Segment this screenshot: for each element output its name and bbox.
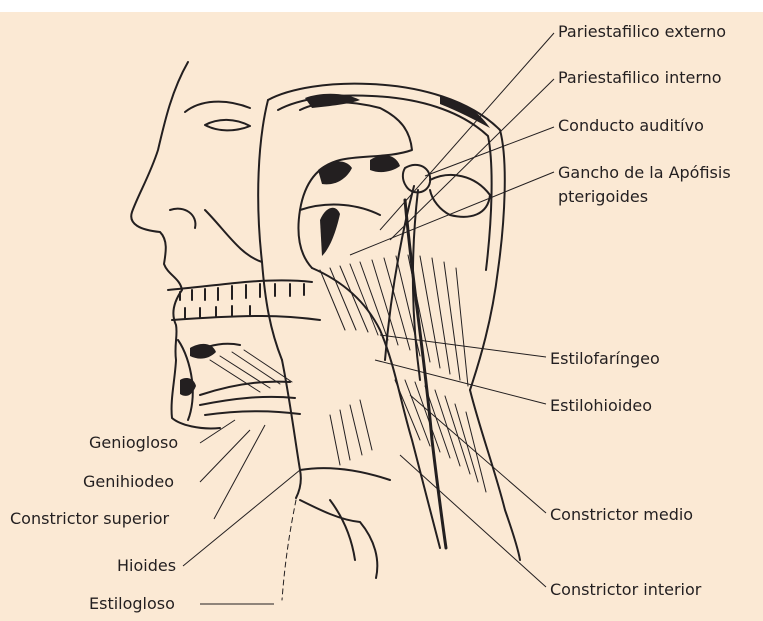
cavity-shadow-5 (370, 155, 400, 172)
label-constrictor-interior: Constrictor interior (550, 580, 701, 600)
eyebrow (185, 102, 250, 112)
leader-constrictor-interior (400, 455, 546, 587)
label-pariestafilico-interno: Pariestafilico interno (558, 68, 722, 88)
leader-geniogloso (200, 420, 235, 443)
label-pariestafilico-externo: Pariestafilico externo (558, 22, 726, 42)
label-estilogloso: Estilogloso (89, 594, 175, 614)
eye (205, 120, 250, 131)
label-geniogloso: Geniogloso (89, 433, 178, 453)
label-pterigoides: pterigoides (558, 187, 648, 207)
palate (300, 205, 380, 215)
leader-constrictor-medio (410, 395, 546, 513)
label-constrictor-medio: Constrictor medio (550, 505, 693, 525)
neck-back (470, 390, 520, 560)
hyoid-region (300, 468, 390, 480)
face-profile-outline (131, 62, 220, 428)
dashed-muscle (282, 500, 296, 600)
label-gancho-apofisis: Gancho de la Apófisis (558, 163, 731, 183)
tongue-fibers (200, 382, 300, 415)
label-constrictor-superior: Constrictor superior (10, 509, 169, 529)
label-hioides: Hioides (117, 556, 176, 576)
leader-gancho (350, 172, 554, 255)
leader-hioides (183, 470, 300, 566)
lower-lip (172, 316, 320, 320)
pharyngeal-muscles (312, 268, 440, 548)
label-genihiodeo: Genihiodeo (83, 472, 174, 492)
section-left-edge (258, 100, 282, 360)
nasal-cavity (299, 102, 413, 268)
nose-wing (170, 209, 195, 228)
label-estilohioideo: Estilohioideo (550, 396, 652, 416)
leader-conducto-auditivo (425, 127, 554, 176)
cavity-shadow-2 (440, 96, 490, 128)
cheek-line (205, 210, 262, 262)
cavity-shadow-3 (318, 161, 352, 184)
cavity-shadow-4 (320, 208, 340, 256)
label-estilofaringeo: Estilofaríngeo (550, 349, 660, 369)
label-conducto-auditivo: Conducto auditívo (558, 116, 704, 136)
larynx-outline (300, 500, 377, 578)
